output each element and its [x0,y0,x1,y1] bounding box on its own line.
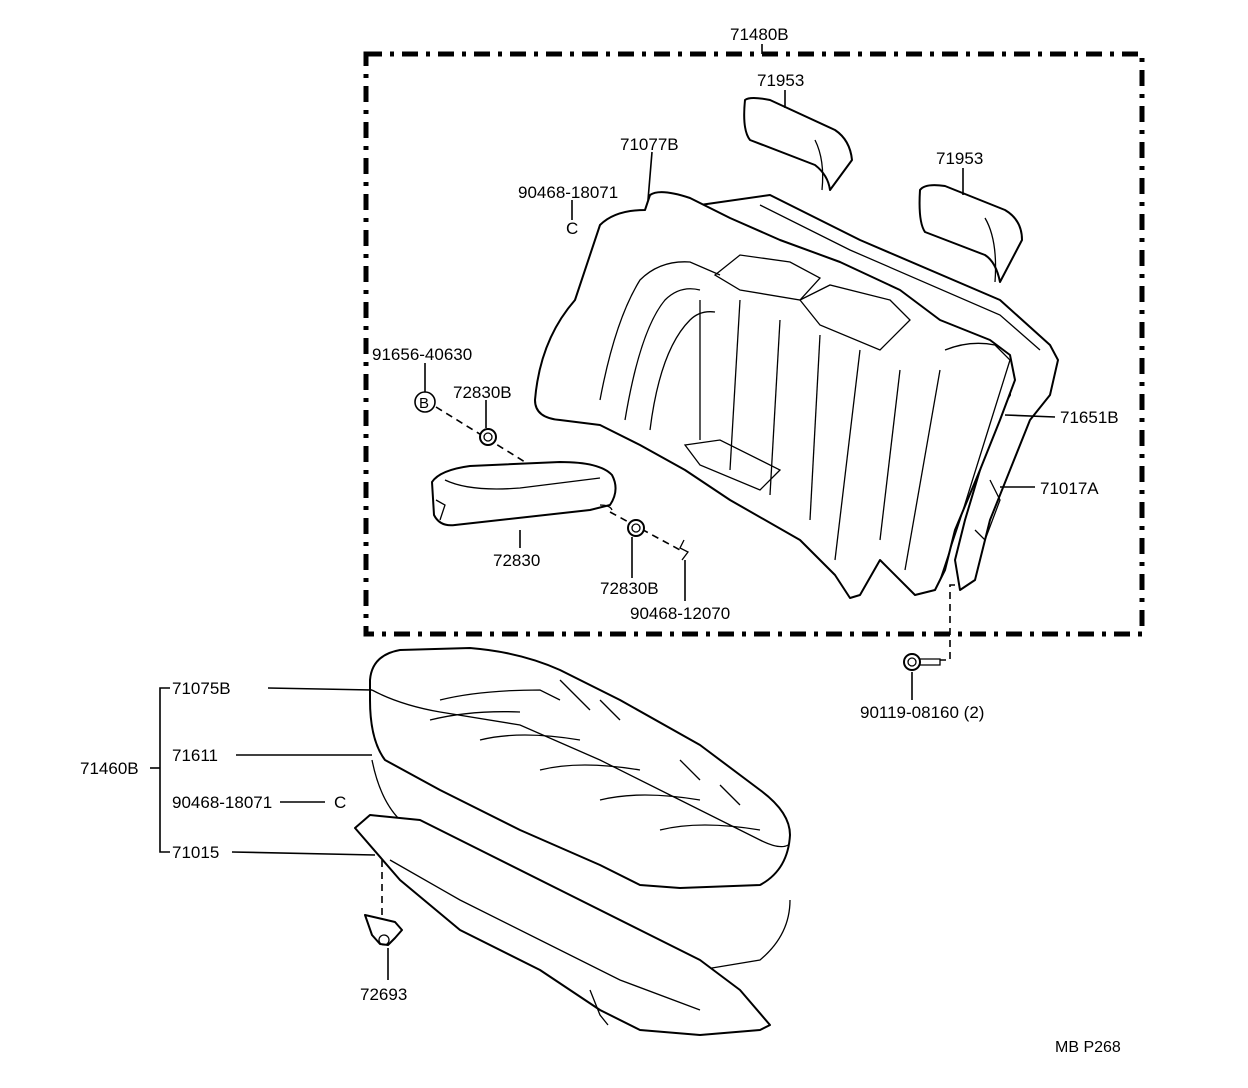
label-71015: 71015 [172,843,219,862]
hog-ring-cushion-icon: C [334,793,346,812]
cushion-frame-shape [354,814,771,1036]
leader-71075b [267,687,373,691]
label-hook: 72693 [360,985,407,1004]
clip-b-letter: B [419,395,429,412]
label-71460b: 71460B [80,759,139,778]
seatback-body-shape [534,191,1016,599]
label-armrest: 72830 [493,551,540,570]
label-71651b: 71651B [1060,408,1119,427]
figure-code: MB P268 [1055,1039,1121,1056]
label-71611: 71611 [172,746,218,765]
leader-71015 [231,851,376,856]
hook-icon [364,914,403,946]
leader-bolt-dashed [940,584,955,661]
hog-ring-upper-icon: C [566,219,578,238]
label-71017a: 71017A [1040,479,1099,498]
leader-71651b [1004,414,1056,418]
label-hog-ring-upper: 90468-18071 [518,183,618,202]
leader-bushing-dashed-lower [609,511,681,551]
clip-b-icon [414,391,436,413]
bushing-lower-icon [627,519,645,537]
clip-lower-icon [679,539,689,561]
label-clip-lower: 90468-12070 [630,604,730,623]
bushing-upper-icon [479,428,497,446]
label-bushing-lower: 72830B [600,579,659,598]
leader-71077b [647,151,653,201]
label-headrest-left: 71953 [757,71,804,90]
armrest-shape [431,461,617,527]
headrest-right-shape [918,184,1023,283]
label-71075b: 71075B [172,679,231,698]
label-bushing-upper: 72830B [453,383,512,402]
seatback-assembly-outline [363,51,1145,637]
label-headrest-right: 71953 [936,149,983,168]
bolt-icon [903,653,941,671]
headrest-left-shape [743,97,853,191]
cushion-assembly-bracket [159,687,170,853]
label-clip-b: 91656-40630 [372,345,472,364]
label-bolt: 90119-08160 (2) [860,703,984,722]
label-71480b: 71480B [730,25,789,44]
label-hog-ring-cushion: 90468-18071 [172,793,272,812]
label-71077b: 71077B [620,135,679,154]
